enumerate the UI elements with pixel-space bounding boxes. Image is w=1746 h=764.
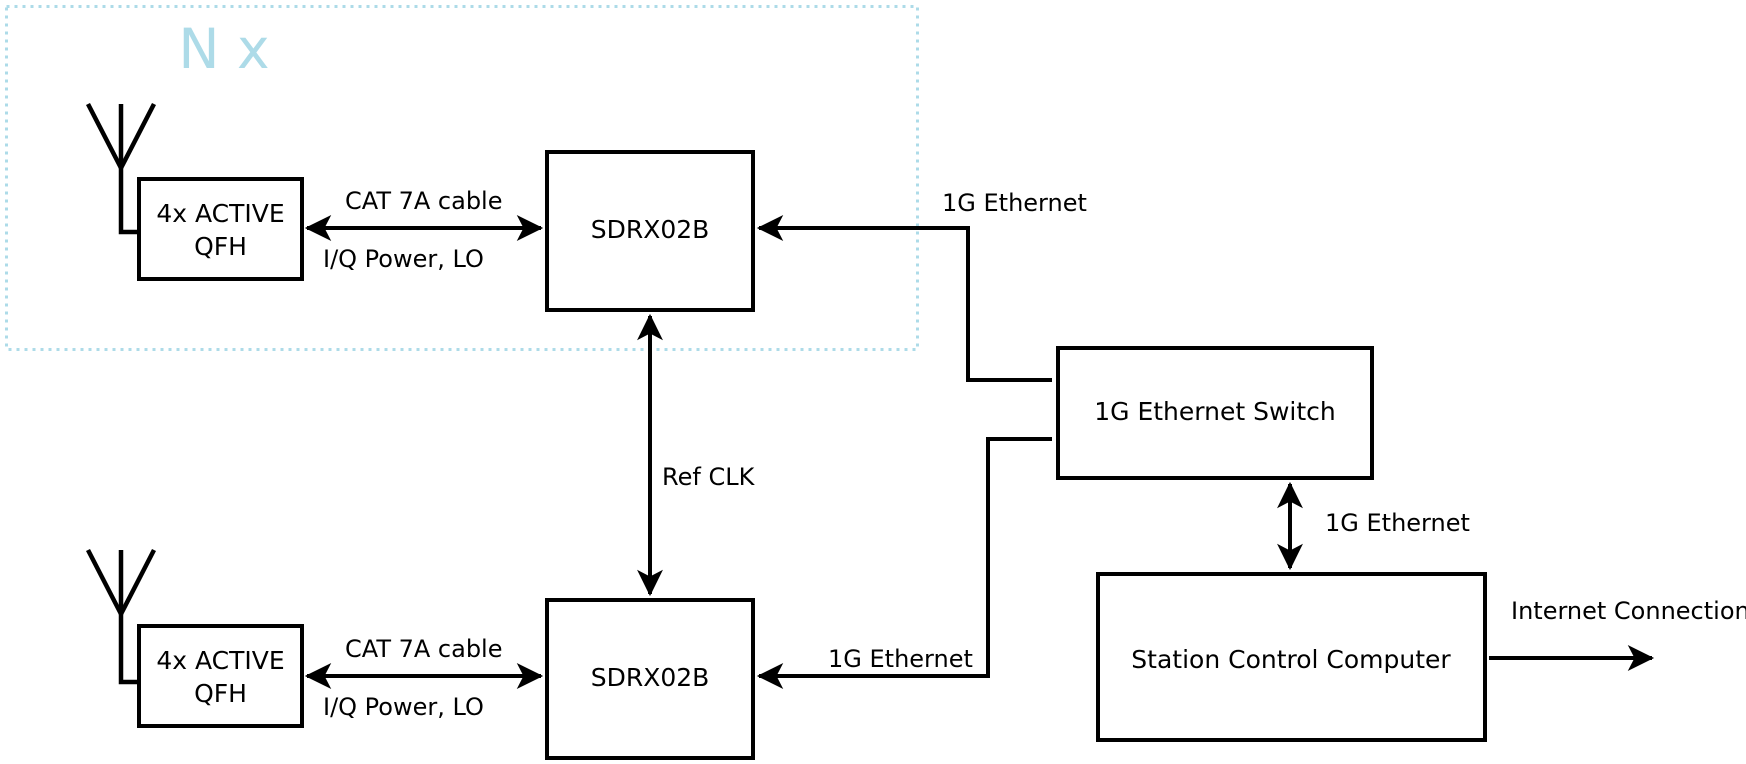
edge-qfh-top-cable-label-below: I/Q Power, LO [323,245,484,273]
edge-qfh-top-cable-label-above: CAT 7A cable [345,187,503,215]
antenna-icon [86,102,156,235]
node-station-control-computer[interactable] [1096,572,1487,742]
node-qfh-bottom-label-line1: 4x ACTIVE [156,646,284,675]
node-sdr-bottom-label: SDRX02B [591,663,710,692]
edge-sdr-top-ethernet [756,215,1052,382]
edge-qfh-bottom-cable-label-above: CAT 7A cable [345,635,503,663]
node-sdr-bottom[interactable] [545,598,755,760]
edge-internet-connection-label: Internet Connection [1511,597,1746,625]
node-ethernet-switch[interactable] [1056,346,1374,480]
edge-ref-clk-label: Ref CLK [662,463,756,491]
edge-sdr-bottom-ethernet [756,437,1052,689]
node-sdr-top-label: SDRX02B [591,215,710,244]
node-qfh-bottom[interactable] [137,624,304,728]
antenna-icon [86,548,156,685]
node-station-control-computer-label: Station Control Computer [1131,645,1451,674]
edge-sdr-top-ethernet-label: 1G Ethernet [942,189,1087,217]
node-sdr-top[interactable] [545,150,755,312]
node-ethernet-switch-label: 1G Ethernet Switch [1094,397,1336,426]
node-qfh-top-label-line2: QFH [194,232,247,261]
edge-qfh-bottom-cable-label-below: I/Q Power, LO [323,693,484,721]
group-region-nx [5,5,919,351]
node-qfh-top[interactable] [137,177,304,281]
edge-switch-computer-ethernet-label: 1G Ethernet [1325,509,1470,537]
node-qfh-top-label-line1: 4x ACTIVE [156,199,284,228]
edge-sdr-bottom-ethernet-label: 1G Ethernet [828,645,973,673]
group-region-label: N x [178,17,269,81]
node-qfh-bottom-label-line2: QFH [194,679,247,708]
